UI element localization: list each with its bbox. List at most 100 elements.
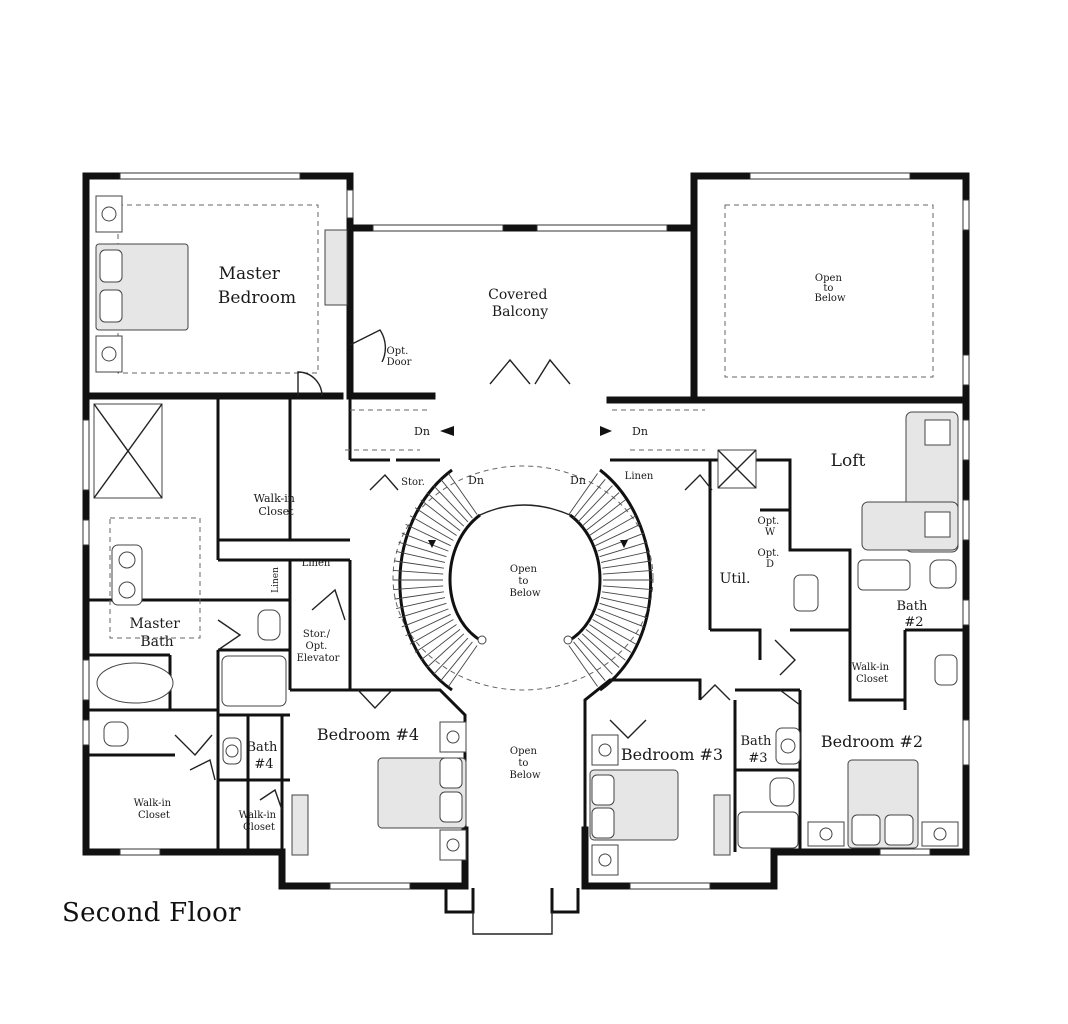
stair-tread (409, 515, 454, 541)
stair-tread (414, 507, 457, 536)
stair-tread (602, 569, 653, 575)
stair-tread (401, 532, 449, 552)
walkin-closet-master-label: Walk-in Closet (254, 492, 299, 518)
bedroom3-label: Bedroom #3 (621, 745, 723, 764)
stair-tread (602, 585, 653, 591)
stair-tread (592, 619, 637, 645)
stair-tread (568, 473, 598, 515)
stair-treads (393, 473, 653, 687)
stair-tread (393, 585, 444, 591)
door-swings (174, 329, 801, 811)
stair-tread (592, 515, 637, 541)
util-label: Util. (720, 571, 751, 587)
dn-label-left: Dn (414, 425, 430, 438)
stair-tread (440, 479, 473, 519)
stair-tread (401, 608, 449, 628)
stair-tread (393, 569, 444, 575)
open-below-center-label: Open to Below (509, 564, 540, 599)
stair-tread (573, 641, 606, 681)
open-below-right-label: Open to Below (814, 273, 845, 304)
bedroom4-bed (377, 721, 467, 861)
stair-tread (448, 473, 478, 515)
dn-label-stair-right: Dn (570, 474, 586, 487)
walkin-closet-left-label: Walk-in Closet (134, 798, 175, 821)
stair-tread (585, 628, 626, 661)
stair-tread (573, 479, 606, 519)
dn-arrows (428, 426, 628, 548)
dn-label-right: Dn (632, 425, 648, 438)
stair-tread (568, 645, 598, 687)
grand-stair (393, 468, 653, 692)
master-bath-fixtures (93, 403, 174, 747)
fireplace-master (324, 229, 348, 306)
bedroom2-label: Bedroom #2 (821, 732, 923, 751)
stair-tread (440, 641, 473, 681)
loft-label: Loft (831, 451, 866, 471)
bath2-label: Bath #2 (896, 599, 931, 630)
room-labels: Master Bedroom Covered Balcony Open to B… (130, 264, 931, 833)
linen-top-label: Linen (625, 471, 654, 482)
stair-tread (405, 523, 451, 547)
master-bed (95, 195, 189, 373)
stair-tread (595, 523, 641, 547)
stair-tread (602, 560, 652, 569)
walkin-closet-bath2-label: Walk-in Closet (852, 662, 893, 685)
dn-label-stair-left: Dn (468, 474, 484, 487)
fireplace-bedroom4 (291, 794, 309, 856)
stair-tread (448, 645, 478, 687)
stair-tread (396, 550, 446, 563)
stair-tread (589, 624, 632, 653)
stair-tread (600, 550, 650, 563)
linen-mid-label: Linen (302, 558, 331, 569)
stair-tread (597, 532, 645, 552)
opt-d-label: Opt. D (758, 548, 783, 570)
stair-tread (405, 613, 451, 637)
interior-walls (86, 396, 966, 852)
master-bath-label: Master Bath (130, 616, 185, 650)
stair-tread (597, 608, 645, 628)
stair-tread (585, 499, 626, 532)
opt-w-label: Opt. W (758, 516, 783, 538)
stair-tread (394, 591, 444, 600)
stair-tread (599, 602, 648, 619)
stair-tread (433, 485, 469, 523)
stair-tread (426, 633, 465, 668)
stor-label: Stor. (401, 477, 425, 488)
bedroom3-bed (589, 734, 679, 876)
stair-tread (420, 499, 461, 532)
walkin-closet-bath4-label: Walk-in Closet (239, 810, 280, 833)
stair-tread (600, 597, 650, 610)
stair-tread (589, 507, 632, 536)
master-bedroom-label: Master Bedroom (218, 264, 296, 308)
stair-tread (420, 628, 461, 661)
stair-tread (414, 624, 457, 653)
bedroom4-label: Bedroom #4 (317, 725, 419, 744)
loft-sofa (861, 411, 959, 553)
stair-tread (433, 637, 469, 675)
stair-tread (581, 492, 620, 527)
stair-tread (577, 637, 613, 675)
stair-tread (396, 597, 446, 610)
floor-title: Second Floor (62, 898, 241, 928)
stair-tread (595, 613, 641, 637)
stair-tread (409, 619, 454, 645)
bath4-label: Bath #4 (246, 740, 281, 772)
stair-tread (581, 633, 620, 668)
bedroom2-bed (807, 759, 959, 849)
bath3-label: Bath #3 (740, 734, 775, 766)
bay (444, 888, 580, 935)
stair-tread (602, 591, 652, 600)
stair-tread (577, 485, 613, 523)
linen-vertical-label: Linen (271, 567, 281, 593)
covered-balcony-label: Covered Balcony (488, 287, 552, 320)
stair-tread (394, 560, 444, 569)
stair-tread (426, 492, 465, 527)
bath-fixtures (221, 449, 958, 849)
stair-tread (599, 541, 648, 558)
stair-tread (398, 541, 447, 558)
stair-tread (398, 602, 447, 619)
windows (82, 172, 970, 890)
open-below-bottom-label: Open to Below (509, 746, 540, 781)
fireplace-bedroom3 (713, 794, 731, 856)
